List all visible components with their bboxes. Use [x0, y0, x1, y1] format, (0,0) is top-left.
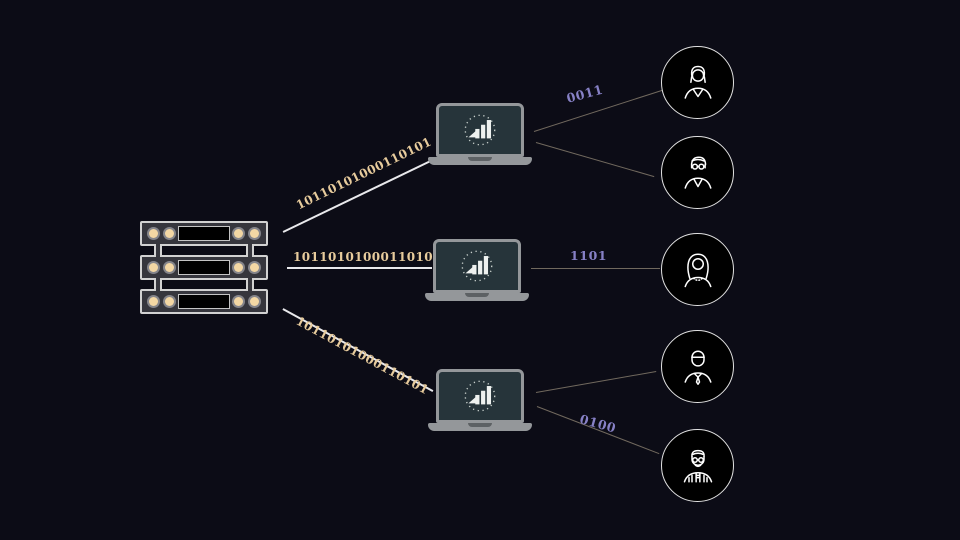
link-line-laptop2-user3 [531, 268, 660, 269]
link-line-laptop1-user2 [535, 142, 655, 178]
binary-label-server-laptop-1: 10110101000110101 [293, 134, 434, 213]
server-display [178, 294, 230, 309]
laptop-1 [428, 103, 532, 165]
binary-label-server-laptop-2: 10110101000110101 [293, 250, 442, 264]
link-line-laptop3-user4 [535, 371, 657, 393]
laptop-bar-chart-icon [433, 239, 521, 293]
server-leds-right [234, 297, 259, 306]
server-leds-left [149, 229, 174, 238]
laptop-base [428, 423, 532, 431]
server-unit-1 [140, 221, 268, 246]
laptop-base [428, 157, 532, 165]
server-leds-right [234, 229, 259, 238]
woman-long-hair-icon [661, 233, 734, 306]
server-display [178, 226, 230, 241]
link-line-server-laptop-2 [287, 267, 432, 269]
binary-label-laptop2-user3: 1101 [570, 248, 608, 263]
laptop-base [425, 293, 529, 301]
man-suit-tie-icon [661, 330, 734, 403]
older-man-glasses-icon [661, 429, 734, 502]
binary-label-laptop1-user1: 0011 [564, 81, 605, 106]
binary-label-laptop3-user5: 0100 [578, 411, 618, 436]
server-leds-left [149, 297, 174, 306]
server-rack-icon [140, 221, 268, 314]
businesswoman-icon [661, 46, 734, 119]
server-display [178, 260, 230, 275]
server-leds-left [149, 263, 174, 272]
laptop-bar-chart-icon [436, 369, 524, 423]
laptop-bar-chart-icon [436, 103, 524, 157]
server-unit-2 [140, 255, 268, 280]
binary-label-server-laptop-3: 10110101000110101 [293, 313, 432, 398]
laptop-3 [428, 369, 532, 431]
server-leds-right [234, 263, 259, 272]
server-unit-3 [140, 289, 268, 314]
server-gap [140, 244, 268, 257]
man-glasses-icon [661, 136, 734, 209]
laptop-2 [425, 239, 529, 301]
server-gap [140, 278, 268, 291]
